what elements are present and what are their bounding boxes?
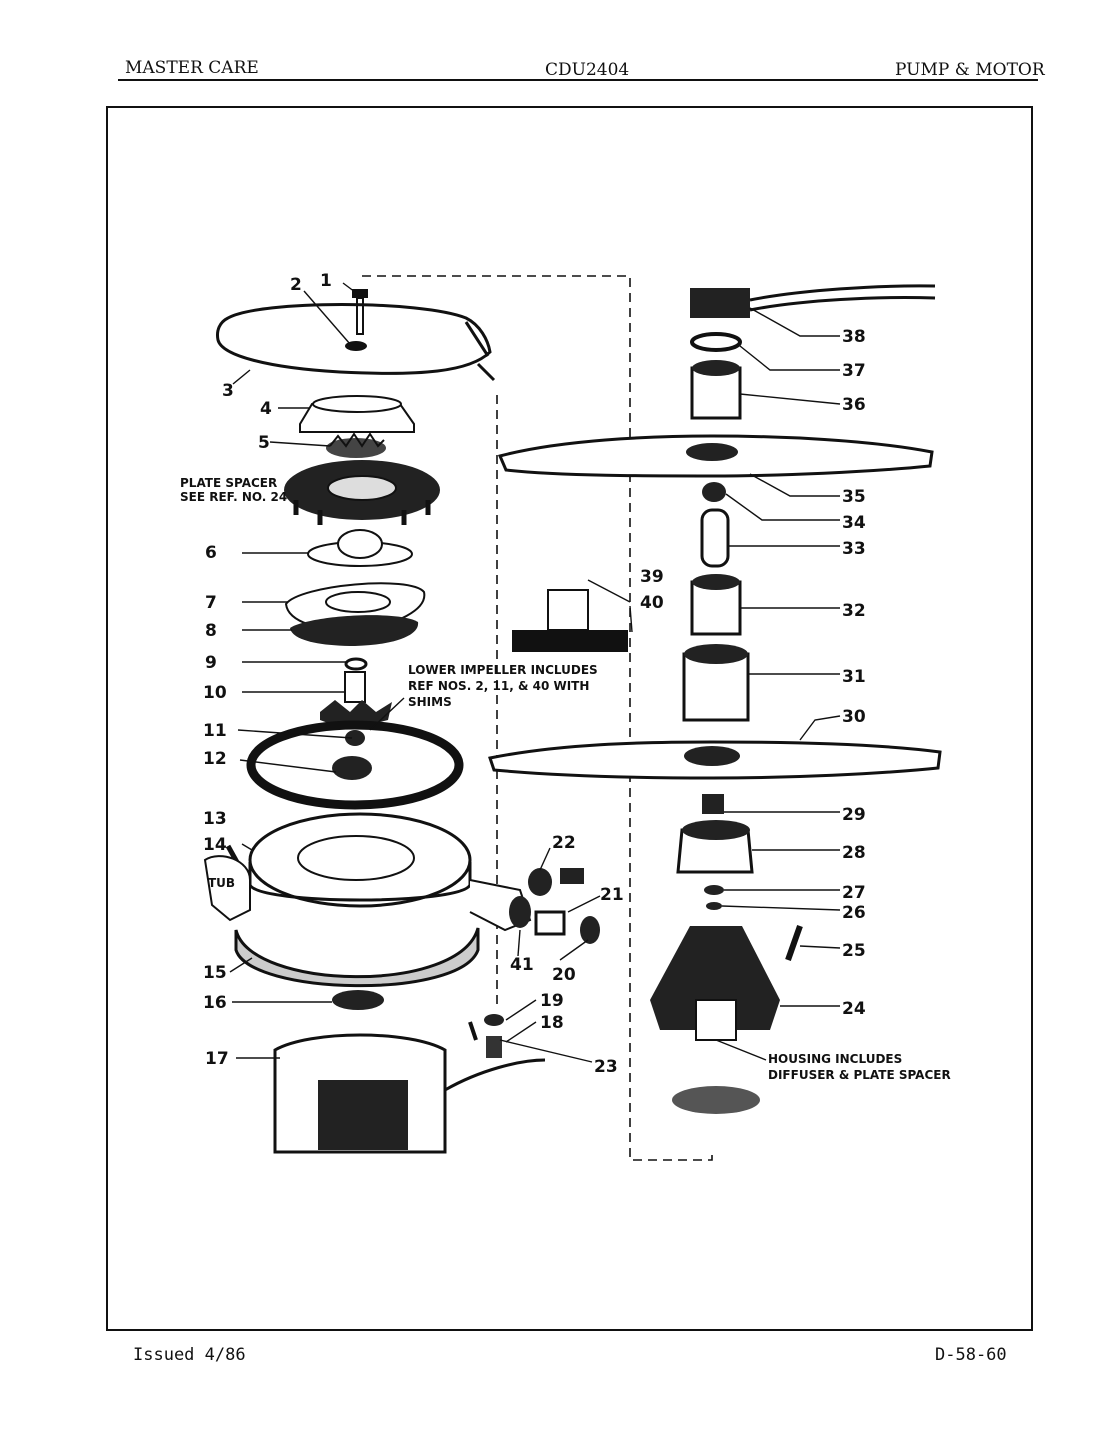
callout-19: 19 bbox=[540, 991, 564, 1011]
callout-31: 31 bbox=[842, 667, 866, 687]
header-right: PUMP & MOTOR bbox=[895, 60, 1045, 80]
washer-icon bbox=[345, 341, 367, 351]
callout-20: 20 bbox=[552, 965, 576, 985]
notes: PLATE SPACER SEE REF. NO. 24 LOWER IMPEL… bbox=[180, 476, 951, 1082]
callout-18: 18 bbox=[540, 1013, 564, 1033]
housing-icon bbox=[650, 926, 780, 1114]
callout-33: 33 bbox=[842, 539, 866, 559]
callout-5: 5 bbox=[258, 433, 270, 453]
bushing-icon bbox=[702, 794, 724, 814]
note-impeller-2: REF NOS. 2, 11, & 40 WITH bbox=[408, 679, 589, 693]
note-housing-2: DIFFUSER & PLATE SPACER bbox=[768, 1068, 951, 1082]
heating-element-icon bbox=[216, 303, 496, 382]
sump-icon bbox=[248, 812, 472, 908]
o-ring-icon bbox=[344, 657, 368, 671]
cap-icon bbox=[702, 482, 726, 502]
diffuser-icon bbox=[676, 820, 754, 874]
tower-icon bbox=[690, 574, 742, 636]
seal-ring-icon bbox=[246, 720, 464, 810]
callout-32: 32 bbox=[842, 601, 866, 621]
callout-11: 11 bbox=[203, 721, 227, 741]
note-impeller-3: SHIMS bbox=[408, 695, 452, 709]
footer-issued: Issued 4/86 bbox=[133, 1345, 246, 1365]
gasket-icon bbox=[290, 615, 419, 646]
check-valve-icon bbox=[332, 990, 384, 1010]
callout-3: 3 bbox=[222, 381, 234, 401]
washer-27-icon bbox=[704, 885, 724, 895]
plate-spacer-icon bbox=[284, 460, 440, 525]
callout-13: 13 bbox=[203, 809, 227, 829]
callout-14: 14 bbox=[203, 835, 227, 855]
callout-40: 40 bbox=[640, 593, 664, 613]
callout-16: 16 bbox=[203, 993, 227, 1013]
callout-22: 22 bbox=[552, 833, 576, 853]
callout-41: 41 bbox=[510, 955, 534, 975]
callout-30: 30 bbox=[842, 707, 866, 727]
connector-icon bbox=[690, 284, 936, 318]
note-plate-spacer-1: PLATE SPACER bbox=[180, 476, 277, 490]
lower-spray-arm-icon bbox=[488, 740, 942, 780]
callout-36: 36 bbox=[842, 395, 866, 415]
callout-9: 9 bbox=[205, 653, 217, 673]
callout-12: 12 bbox=[203, 749, 227, 769]
ring-icon bbox=[690, 332, 742, 352]
callout-39: 39 bbox=[640, 567, 664, 587]
callout-2: 2 bbox=[290, 275, 302, 295]
callout-1: 1 bbox=[320, 271, 332, 291]
note-housing-1: HOUSING INCLUDES bbox=[768, 1052, 902, 1066]
callout-6: 6 bbox=[205, 543, 217, 563]
callout-29: 29 bbox=[842, 805, 866, 825]
note-tub: TUB bbox=[208, 876, 235, 890]
note-plate-spacer-2: SEE REF. NO. 24 bbox=[180, 490, 287, 504]
sump-ring-icon bbox=[234, 927, 480, 988]
note-impeller-1: LOWER IMPELLER INCLUDES bbox=[408, 663, 598, 677]
callout-24: 24 bbox=[842, 999, 866, 1019]
callout-4: 4 bbox=[260, 399, 272, 419]
callout-27: 27 bbox=[842, 883, 866, 903]
sleeve-icon bbox=[682, 644, 750, 722]
hub-icon bbox=[690, 360, 742, 420]
callout-17: 17 bbox=[205, 1049, 229, 1069]
callout-34: 34 bbox=[842, 513, 866, 533]
tub-icon bbox=[203, 855, 532, 932]
bolt-icon bbox=[352, 289, 368, 335]
footer-code: D-58-60 bbox=[935, 1345, 1007, 1365]
pump-cover-icon bbox=[307, 529, 413, 567]
header-center: CDU2404 bbox=[545, 60, 630, 80]
callout-28: 28 bbox=[842, 843, 866, 863]
callout-23: 23 bbox=[594, 1057, 618, 1077]
callout-15: 15 bbox=[203, 963, 227, 983]
callout-25: 25 bbox=[842, 941, 866, 961]
chopper-impeller-icon bbox=[326, 432, 386, 458]
callout-26: 26 bbox=[842, 903, 866, 923]
callout-8: 8 bbox=[205, 621, 217, 641]
callout-labels: 1 2 3 4 5 6 7 8 9 10 11 12 13 14 15 16 1… bbox=[203, 271, 866, 1077]
callout-37: 37 bbox=[842, 361, 866, 381]
callout-38: 38 bbox=[842, 327, 866, 347]
pump-plate-icon bbox=[299, 395, 415, 433]
callout-35: 35 bbox=[842, 487, 866, 507]
callout-7: 7 bbox=[205, 593, 217, 613]
tube-icon bbox=[700, 508, 730, 568]
diagram-frame bbox=[106, 106, 1033, 1331]
upper-spray-arm-icon bbox=[497, 434, 934, 478]
header-left: MASTER CARE bbox=[125, 58, 259, 78]
washer-26-icon bbox=[706, 902, 722, 910]
leader-lines bbox=[229, 282, 841, 1063]
bolt-25-icon bbox=[785, 925, 803, 961]
callout-10: 10 bbox=[203, 683, 227, 703]
motor-icon bbox=[273, 1033, 546, 1154]
callout-21: 21 bbox=[600, 885, 624, 905]
small-parts-icon bbox=[468, 589, 628, 1058]
